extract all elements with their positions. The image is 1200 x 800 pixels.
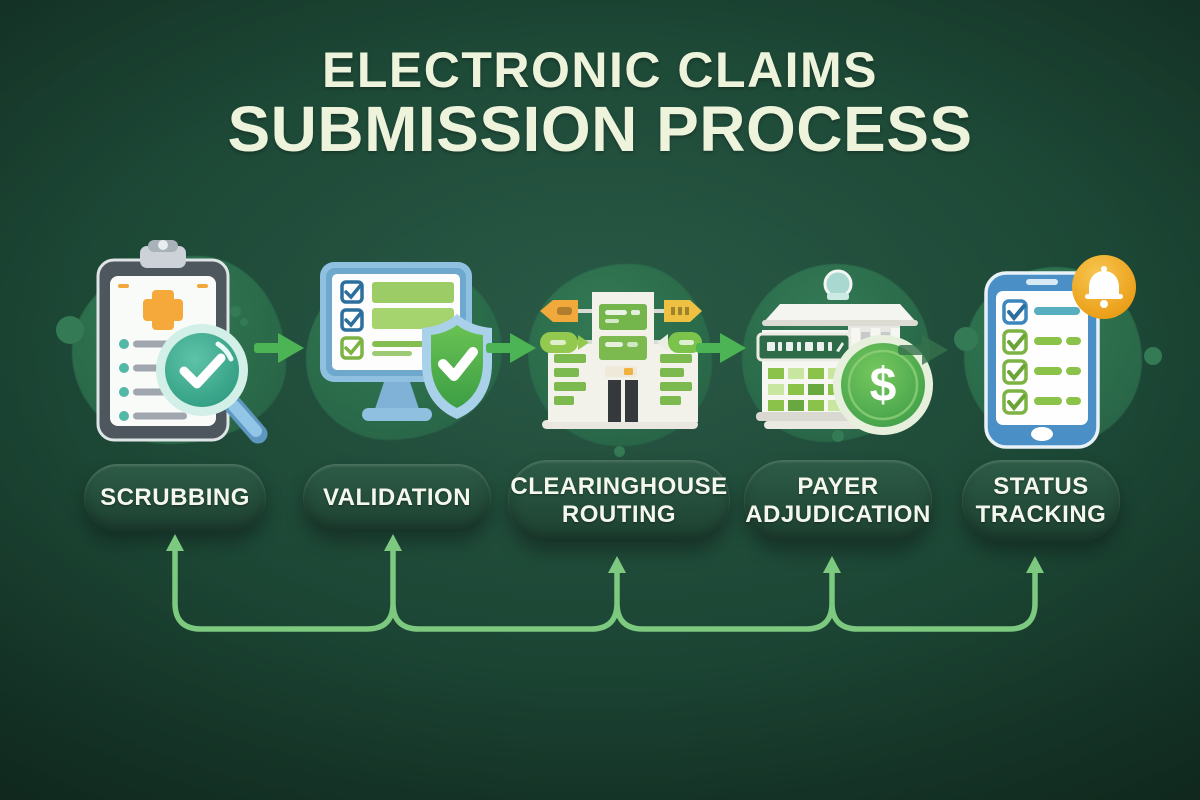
step-status-tracking	[952, 245, 1162, 460]
page-title: ELECTRONIC CLAIMS SUBMISSION PROCESS	[0, 44, 1200, 163]
flow-arrow-3-4	[696, 329, 748, 367]
magnifier-check	[156, 324, 268, 444]
flow-arrow-4-5	[898, 331, 950, 369]
smartphone	[984, 271, 1100, 449]
center-tower	[592, 292, 654, 422]
dollar-coin: $	[833, 335, 933, 435]
building-base	[542, 420, 698, 429]
left-wing	[548, 344, 592, 422]
payer-sign	[756, 332, 852, 362]
routing-hub-building-icon	[540, 292, 702, 429]
decor-dot	[240, 318, 248, 326]
monitor	[320, 262, 472, 421]
left-wing	[756, 330, 852, 412]
step-payer-adjudication: $	[742, 252, 938, 452]
right-wing	[654, 344, 698, 422]
notification-bell-badge	[1072, 255, 1136, 319]
decor-dot	[832, 430, 844, 442]
phone-checklist	[1002, 299, 1081, 415]
medical-cross	[143, 290, 183, 330]
step-label-scrubbing: SCRUBBING	[84, 464, 266, 532]
step-label-validation: VALIDATION	[303, 464, 491, 532]
decor-dot	[614, 446, 625, 457]
monitor-shield-icon	[320, 262, 492, 421]
decor-dot	[1144, 347, 1162, 365]
step-clearinghouse-routing	[526, 258, 714, 458]
title-line-2: SUBMISSION PROCESS	[227, 93, 973, 165]
routing-tag-left-mid	[540, 332, 589, 353]
decor-dot	[56, 316, 84, 344]
roof	[762, 304, 918, 324]
step-label-payer-adjudication: PAYER ADJUDICATION	[744, 460, 932, 542]
dollar-symbol: $	[870, 359, 897, 412]
decor-dot	[230, 306, 241, 317]
flow-arrow-1-2	[254, 329, 306, 367]
step-validation	[298, 252, 510, 452]
decor-dot	[954, 327, 978, 351]
dome	[823, 269, 853, 314]
phone-checklist-bell-icon	[984, 255, 1136, 449]
step-scrubbing	[56, 238, 294, 456]
shield-check	[422, 314, 492, 419]
flow-arrow-2-3	[486, 329, 538, 367]
screen-checklist	[340, 280, 454, 360]
routing-tag-left-top	[540, 300, 578, 322]
step-label-status-tracking: STATUS TRACKING	[962, 460, 1120, 542]
payer-building-dollar-icon: $	[756, 269, 933, 435]
step-label-clearinghouse-routing: CLEARINGHOUSE ROUTING	[508, 460, 730, 542]
title-line-1: ELECTRONIC CLAIMS	[321, 42, 879, 98]
routing-tag-right-mid	[657, 332, 702, 353]
routing-tag-right-top	[664, 300, 702, 322]
clipboard-magnifier-icon	[96, 240, 268, 444]
